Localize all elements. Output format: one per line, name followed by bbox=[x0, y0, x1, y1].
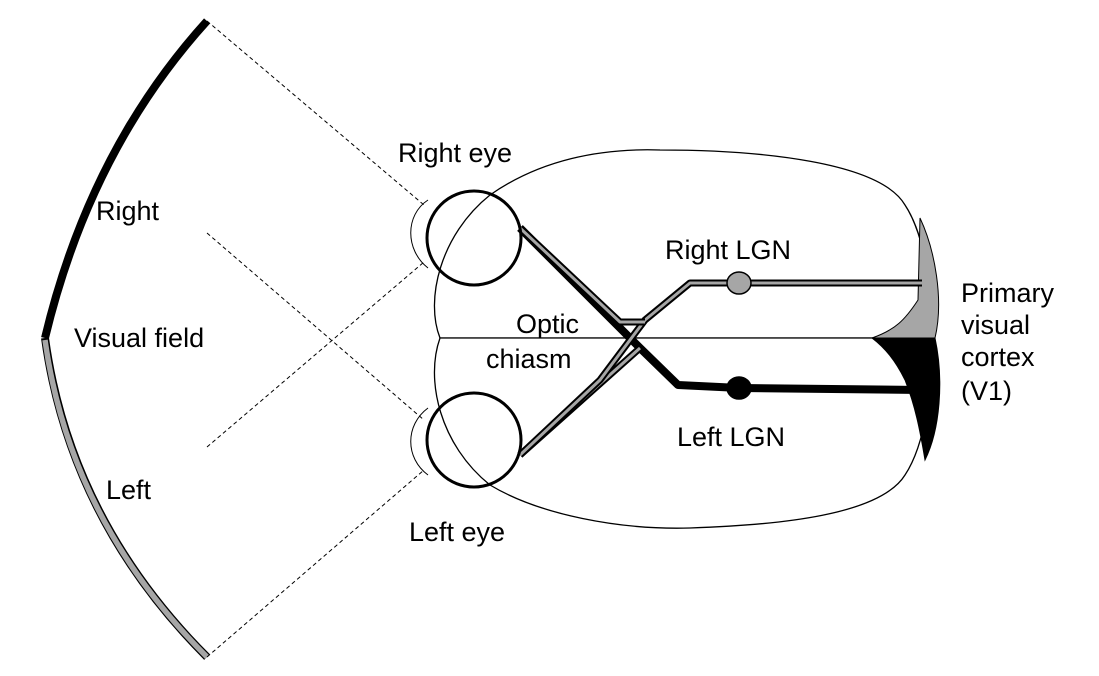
v1-label-line3: cortex bbox=[961, 342, 1035, 372]
visual-field-arc-right bbox=[41, 18, 210, 339]
right-eye-cornea bbox=[410, 199, 429, 269]
projection-lines bbox=[206, 20, 425, 658]
v1-label-line1: Primary bbox=[961, 278, 1054, 308]
optic-pathways bbox=[517, 225, 923, 458]
right-lgn-nucleus bbox=[726, 271, 752, 295]
left-eye bbox=[410, 391, 523, 489]
visual-field-arc-left-fill bbox=[42, 339, 209, 659]
v1-label-line2: visual bbox=[961, 310, 1030, 340]
right-eye-label: Right eye bbox=[398, 138, 512, 168]
left-v1-region bbox=[870, 337, 941, 462]
right-eye bbox=[410, 189, 523, 287]
left-lgn-nucleus bbox=[726, 376, 752, 400]
optic-chiasm-label-line2: chiasm bbox=[486, 344, 572, 374]
visual-field-label: Visual field bbox=[74, 323, 204, 353]
right-hemisphere bbox=[433, 149, 932, 339]
left-lgn-label: Left LGN bbox=[677, 422, 785, 452]
left-eye-cornea bbox=[410, 407, 429, 476]
left-eye-label: Left eye bbox=[409, 517, 505, 547]
right-field-label: Right bbox=[96, 196, 160, 226]
right-eye-globe bbox=[425, 189, 523, 287]
optic-chiasm-label-line1: Optic bbox=[516, 309, 579, 339]
left-eye-globe bbox=[425, 391, 523, 489]
v1-label-line4: (V1) bbox=[961, 376, 1012, 406]
right-lgn-label: Right LGN bbox=[665, 235, 791, 265]
left-field-label: Left bbox=[106, 475, 152, 505]
